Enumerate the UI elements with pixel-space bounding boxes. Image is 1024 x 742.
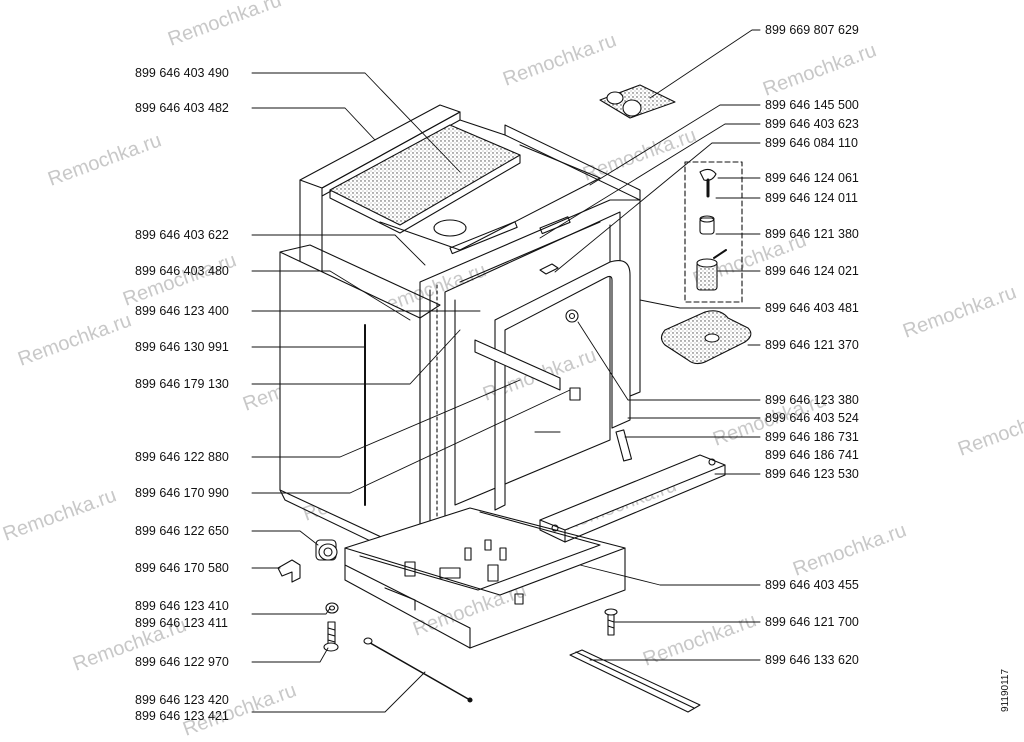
base-frame bbox=[344, 507, 626, 649]
part-label: 899 646 403 623 bbox=[765, 117, 859, 131]
part-label: 899 646 123 380 bbox=[765, 393, 859, 407]
screw-foot bbox=[323, 621, 339, 652]
part-label: 899 646 186 731 bbox=[765, 430, 859, 444]
part-label: 899 646 133 620 bbox=[765, 653, 859, 667]
part-label: 899 646 403 490 bbox=[135, 66, 229, 80]
part-label: 899 646 403 524 bbox=[765, 411, 859, 425]
inner-bars bbox=[474, 263, 633, 462]
adjust-rod bbox=[363, 637, 473, 703]
part-label: 899 646 124 021 bbox=[765, 264, 859, 278]
foot-knob bbox=[315, 539, 338, 561]
part-label: 899 646 122 650 bbox=[135, 524, 229, 538]
parts-drawing bbox=[251, 29, 761, 713]
part-label: 899 646 124 061 bbox=[765, 171, 859, 185]
top-insulation-plate bbox=[329, 124, 521, 237]
part-label: 899 646 123 400 bbox=[135, 304, 229, 318]
part-label: 899 646 121 700 bbox=[765, 615, 859, 629]
part-label: 899 646 123 420 bbox=[135, 693, 229, 707]
part-label: 899 646 170 580 bbox=[135, 561, 229, 575]
part-label: 899 646 123 410 bbox=[135, 599, 229, 613]
part-label: 899 646 123 530 bbox=[765, 467, 859, 481]
felt-roll bbox=[599, 84, 676, 119]
part-label: 899 646 084 110 bbox=[765, 136, 858, 150]
plinth-strip bbox=[569, 649, 701, 713]
part-label: 899 646 121 370 bbox=[765, 338, 859, 352]
part-label: 899 646 122 880 bbox=[135, 450, 229, 464]
part-label: 899 646 130 991 bbox=[135, 340, 229, 354]
part-label: 899 646 403 455 bbox=[765, 578, 859, 592]
filter-sieve bbox=[660, 310, 752, 365]
leader-lines bbox=[251, 29, 761, 713]
part-label: 899 646 403 481 bbox=[765, 301, 859, 315]
accessory-box bbox=[684, 161, 743, 303]
part-label: 899 646 179 130 bbox=[135, 377, 229, 391]
clip-bracket bbox=[277, 559, 301, 583]
part-label: 899 646 124 011 bbox=[765, 191, 858, 205]
part-label: 899 646 121 380 bbox=[765, 227, 859, 241]
part-label: 899 646 403 480 bbox=[135, 264, 229, 278]
part-label: 899 646 145 500 bbox=[765, 98, 859, 112]
side-panel bbox=[279, 244, 441, 561]
drawing-number: 91190117 bbox=[1000, 668, 1011, 712]
part-label: 899 646 122 970 bbox=[135, 655, 229, 669]
side-rail bbox=[539, 454, 726, 543]
part-label: 899 669 807 629 bbox=[765, 23, 859, 37]
part-label: 899 646 403 622 bbox=[135, 228, 229, 242]
bottom-screw bbox=[604, 608, 618, 636]
part-label: 899 646 403 482 bbox=[135, 101, 229, 115]
door-seal bbox=[494, 260, 631, 511]
part-label: 899 646 170 990 bbox=[135, 486, 229, 500]
part-label: 899 646 186 741 bbox=[765, 448, 859, 462]
part-label: 899 646 123 411 bbox=[135, 616, 228, 630]
part-label: 899 646 123 421 bbox=[135, 709, 229, 723]
